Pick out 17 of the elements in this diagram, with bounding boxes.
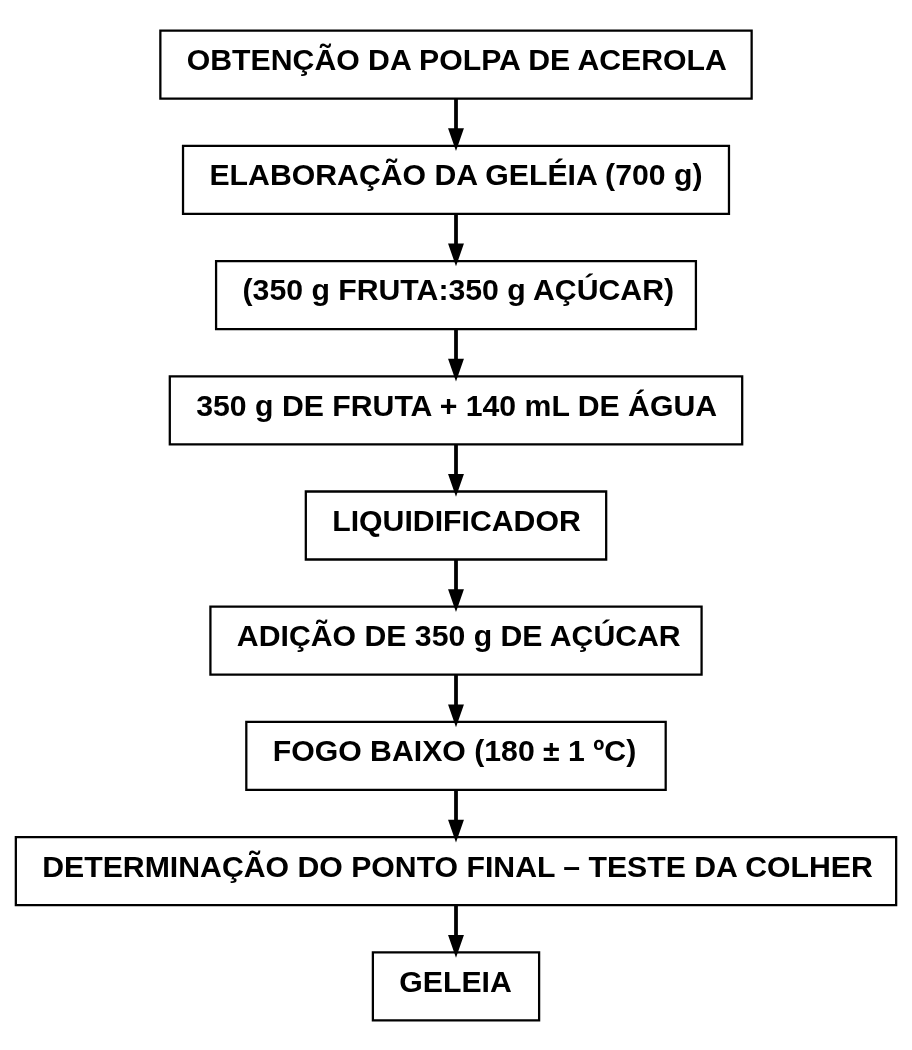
node-box: GELEIA — [371, 950, 541, 1022]
node-box: OBTENÇÃO DA POLPA DE ACEROLA — [159, 28, 753, 100]
arrow — [448, 98, 464, 151]
node-box: LIQUIDIFICADOR — [304, 489, 608, 561]
arrow — [448, 213, 464, 266]
arrow — [448, 443, 464, 497]
arrow — [448, 674, 464, 727]
arrow — [448, 904, 464, 958]
node-box: (350 g FRUTA:350 g AÇÚCAR) — [214, 259, 698, 330]
node-box: ELABORAÇÃO DA GELÉIA (700 g) — [181, 144, 731, 215]
node-box: FOGO BAIXO (180 ± 1 ºC) — [245, 720, 667, 791]
arrow — [448, 559, 464, 612]
arrow — [448, 328, 464, 382]
node-box: ADIÇÃO DE 350 g DE AÇÚCAR — [209, 605, 703, 676]
node-box: 350 g DE FRUTA + 140 mL DE ÁGUA — [168, 374, 744, 445]
node-box: DETERMINAÇÃO DO PONTO FINAL – TESTE DA COLHER — [14, 835, 898, 906]
arrow — [448, 789, 464, 842]
